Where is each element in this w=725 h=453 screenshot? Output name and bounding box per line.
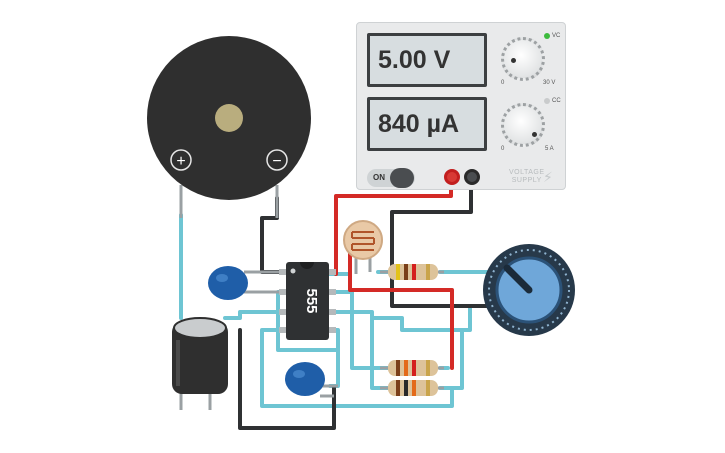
voltage-display: 5.00 V xyxy=(367,33,487,87)
photoresistor[interactable] xyxy=(343,220,383,274)
piezo-buzzer[interactable]: + − xyxy=(147,36,311,218)
wire-cap-top[interactable] xyxy=(223,310,289,320)
negative-terminal[interactable] xyxy=(464,169,480,185)
vc-label: VC xyxy=(552,33,561,39)
psu-brand-line2: SUPPLY xyxy=(511,177,542,184)
timer-555-ic[interactable]: 555 xyxy=(279,262,336,340)
positive-terminal[interactable] xyxy=(444,169,460,185)
power-switch[interactable]: ON xyxy=(367,168,415,188)
wire-pot-bottom[interactable] xyxy=(370,304,496,332)
lightning-icon: ⚡ xyxy=(543,169,553,185)
buzzer-minus-terminal xyxy=(266,149,288,171)
voltage-readout: 5.00 V xyxy=(378,45,451,74)
psu-brand-label: VOLTAGE SUPPLY xyxy=(509,169,545,185)
buzzer-plus-label: + xyxy=(176,153,185,170)
current-readout: 840 µA xyxy=(378,109,460,138)
voltage-knob[interactable] xyxy=(501,37,545,81)
resistor-1[interactable] xyxy=(380,264,444,280)
current-knob-max-label: 5 A xyxy=(545,146,554,152)
wire-gnd-buzzer[interactable] xyxy=(260,196,289,274)
psu-brand-line1: VOLTAGE xyxy=(509,169,545,176)
voltage-knob-min-label: 0 xyxy=(501,80,505,86)
power-switch-label: ON xyxy=(373,173,385,182)
cc-led xyxy=(544,98,550,104)
current-display: 840 µA xyxy=(367,97,487,151)
resistor-2[interactable] xyxy=(380,360,444,376)
ceramic-capacitor-1[interactable] xyxy=(208,266,287,300)
wire-vcc-loop[interactable] xyxy=(348,248,454,370)
pot-indicator xyxy=(503,264,533,294)
cc-label: CC xyxy=(552,98,561,104)
power-supply: 5.00 V 840 µA 0 30 V 0 5 A VC CC ON VOLT… xyxy=(356,22,566,190)
wire-res-bottom-right[interactable] xyxy=(438,328,464,390)
wire-cap2[interactable] xyxy=(328,348,340,388)
potentiometer[interactable] xyxy=(483,244,575,336)
wire-gnd-psu[interactable] xyxy=(390,176,496,308)
voltage-knob-marker xyxy=(511,58,516,63)
power-switch-thumb xyxy=(390,168,414,188)
current-knob-marker xyxy=(532,132,537,137)
wire-gnd-loop[interactable] xyxy=(238,328,336,430)
resistor-3[interactable] xyxy=(380,380,444,396)
current-knob-min-label: 0 xyxy=(501,146,505,152)
buzzer-center xyxy=(215,104,243,132)
wire-pin1-loop[interactable] xyxy=(260,328,454,408)
current-knob[interactable] xyxy=(501,103,545,147)
ic-pins xyxy=(279,269,336,333)
voltage-knob-max-label: 30 V xyxy=(543,80,556,86)
wires xyxy=(179,176,496,430)
buzzer-plus-terminal xyxy=(170,149,192,171)
vc-led xyxy=(544,33,550,39)
buzzer-minus-label: − xyxy=(272,153,281,170)
ceramic-capacitor-2[interactable] xyxy=(285,362,338,398)
ic-label: 555 xyxy=(303,288,320,313)
electrolytic-capacitor[interactable] xyxy=(172,317,228,410)
